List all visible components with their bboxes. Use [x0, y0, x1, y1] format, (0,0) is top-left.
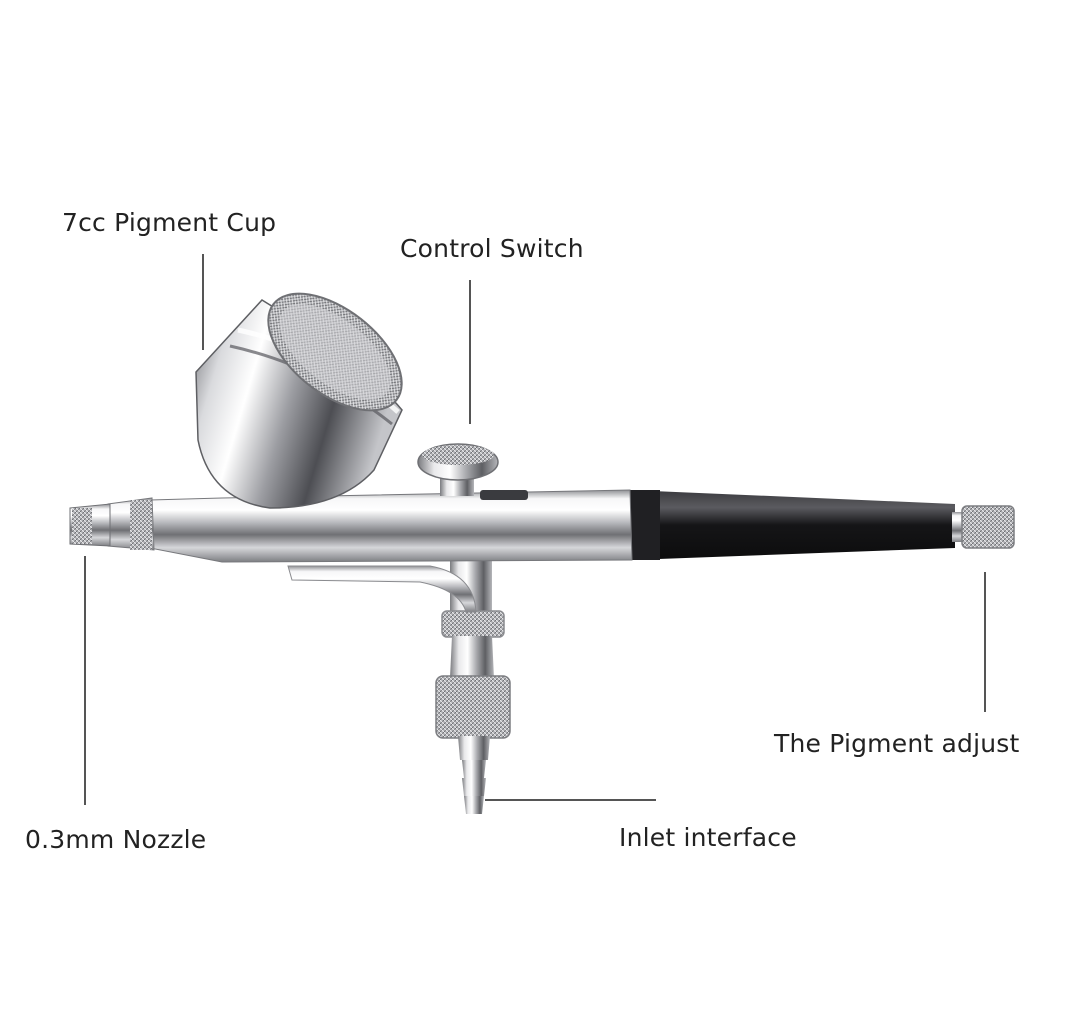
inlet-assembly [435, 560, 511, 814]
leader-lines [84, 254, 986, 805]
control-switch [417, 443, 528, 500]
nozzle-assembly [69, 497, 155, 551]
trigger-guard [287, 565, 477, 613]
black-grip [630, 490, 955, 560]
label-inlet-interface: Inlet interface [619, 823, 797, 852]
airbrush-body [149, 489, 633, 563]
pigment-cup [195, 292, 403, 509]
label-nozzle: 0.3mm Nozzle [25, 825, 207, 854]
label-control-switch: Control Switch [400, 234, 584, 263]
pigment-adjust-knob [952, 505, 1015, 549]
label-pigment-cup: 7cc Pigment Cup [62, 208, 277, 237]
label-pigment-adjust: The Pigment adjust [774, 729, 1020, 758]
